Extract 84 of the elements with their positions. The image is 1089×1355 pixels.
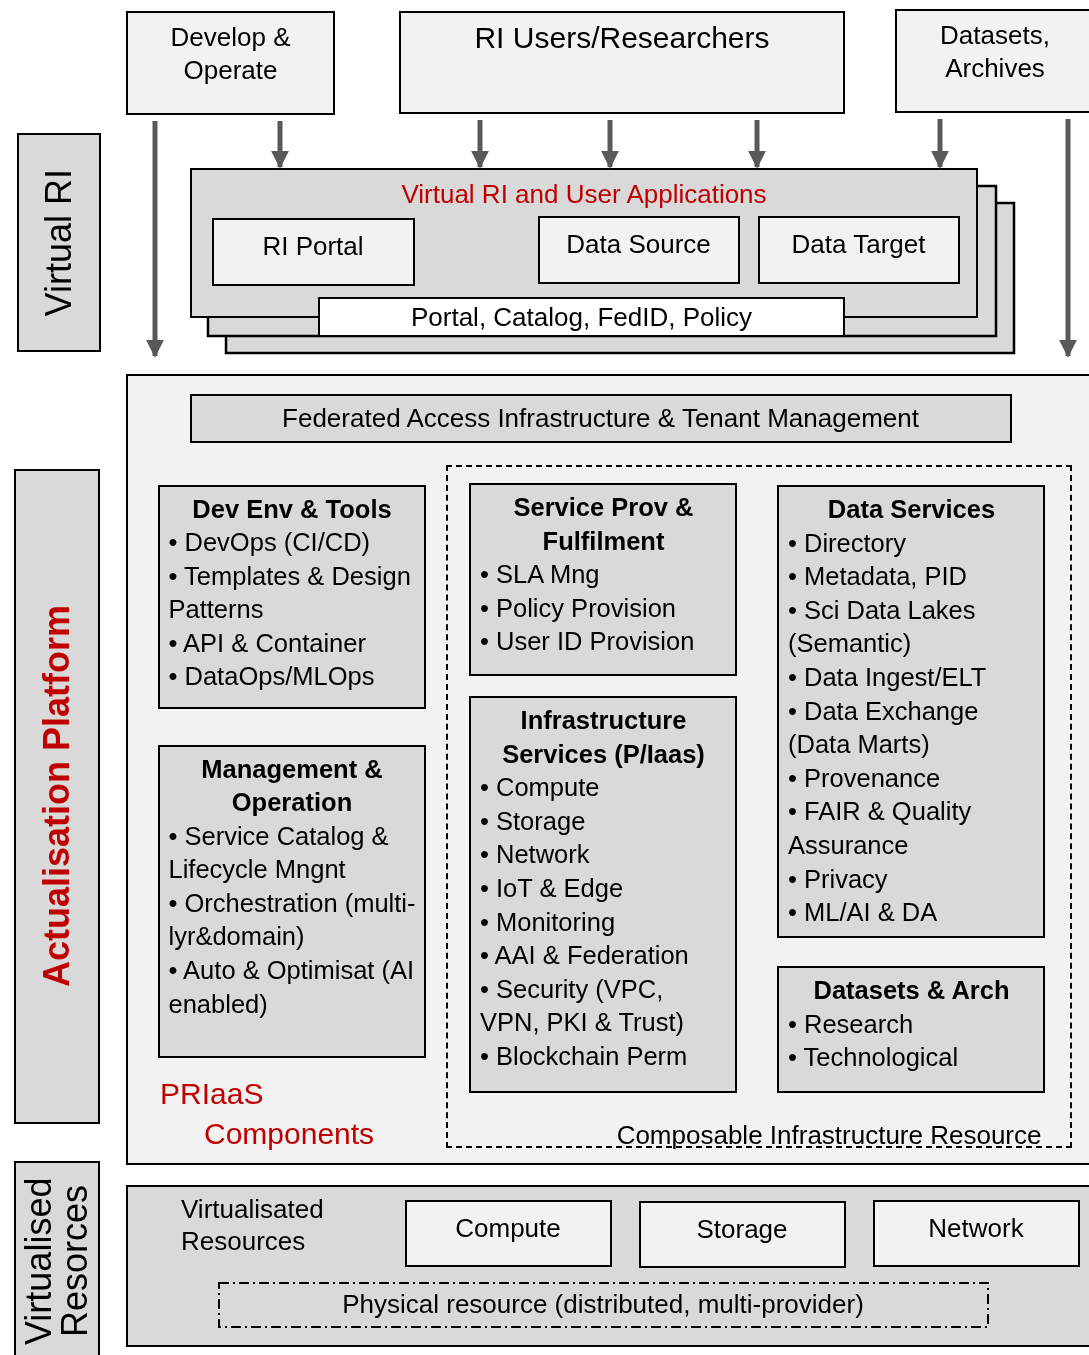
process-box	[404, 1199, 612, 1267]
dashed-group-box	[445, 464, 1072, 1148]
service-bar	[318, 297, 845, 337]
service-box	[157, 744, 426, 1058]
bullet-item: • Data Ingest/ELT	[788, 661, 988, 693]
bullet-item: • Data Exchange (Data Marts)	[788, 695, 980, 761]
side-label-band	[17, 133, 101, 352]
box-heading: Datasets & Arch	[812, 975, 1011, 1006]
process-box	[399, 11, 845, 114]
bullet-item: • Provenance	[788, 762, 942, 794]
bullet-item: • Policy Provision	[480, 592, 677, 624]
arrow	[748, 120, 766, 169]
process-box	[537, 215, 740, 284]
service-box	[469, 483, 737, 676]
bullet-item: • FAIR & Quality Assurance	[788, 796, 973, 861]
box-label: Data Target	[791, 227, 926, 261]
bullet-item: • DataOps/MLOps	[168, 661, 376, 693]
bullet-item: • IoT & Edge	[480, 872, 625, 904]
box-label: Virtualisated Resources	[181, 1193, 325, 1257]
arrow	[601, 120, 619, 169]
bullet-item: • AAI & Federation	[480, 940, 690, 972]
process-box	[872, 1199, 1080, 1267]
bullet-item: • Research	[788, 1008, 915, 1040]
resources-panel	[126, 1185, 1089, 1347]
box-label: Data Source	[566, 227, 711, 261]
process-box	[757, 215, 960, 284]
bullet-item: • Storage	[480, 805, 587, 837]
box-label: Physical resource (distributed, multi-provider)	[342, 1288, 864, 1321]
bullet-item: • SLA Mng	[480, 559, 601, 591]
box-heading: Infrastructure Services (P/Iaas)	[501, 705, 706, 770]
process-box	[211, 217, 415, 286]
box-label: Federated Access Infrastructure & Tenant Management	[282, 401, 919, 435]
box-heading: Management & Operation	[200, 753, 384, 819]
platform-panel	[126, 374, 1089, 1165]
arrow	[1059, 119, 1077, 358]
bullet-item: • User ID Provision	[480, 626, 696, 658]
bullet-item: • Technological	[788, 1042, 960, 1074]
side-label-band	[14, 469, 100, 1124]
box-heading: Dev Env & Tools	[191, 493, 393, 525]
bullet-item: • Service Catalog & Lifecycle Mngnt	[168, 820, 390, 886]
process-box	[126, 11, 335, 115]
arrow	[271, 121, 289, 169]
bullet-item: • Monitoring	[480, 906, 617, 938]
bullet-item: • DevOps (CI/CD)	[168, 527, 372, 559]
box-label: Composable Infrastructure Resource	[616, 1118, 1042, 1152]
box-label: Datasets, Archives	[939, 19, 1051, 85]
arrow	[931, 119, 949, 169]
box-heading: Data Services	[826, 494, 997, 525]
process-box	[895, 9, 1089, 113]
box-label: Virtual RI and User Applications	[401, 178, 767, 211]
box-label: RI Users/Researchers	[474, 21, 770, 54]
side-label-band	[14, 1161, 100, 1355]
bullet-item: • API & Container	[168, 627, 367, 659]
box-label: RI Portal	[262, 229, 364, 263]
bullet-item: • Network	[480, 839, 591, 871]
box-heading: Service Prov & Fulfilment	[512, 492, 695, 557]
access-bar	[189, 393, 1012, 443]
service-box	[469, 696, 737, 1093]
arrow	[146, 121, 164, 358]
bullet-item: • Directory	[788, 527, 908, 559]
bullet-item: • Orchestration (multi-lyr&domain)	[168, 887, 416, 953]
box-label: Portal, Catalog, FedID, Policy	[410, 300, 752, 334]
bullet-item: • Sci Data Lakes (Semantic)	[788, 594, 977, 660]
service-box	[777, 485, 1045, 938]
service-box	[157, 484, 426, 709]
bullet-item: • Metadata, PID	[788, 561, 968, 593]
side-label: Virtualised Resorces	[21, 1176, 93, 1347]
box-label: Develop & Operate	[169, 21, 292, 87]
process-box	[638, 1200, 846, 1268]
side-label: Actualisation Platform	[39, 605, 75, 988]
bullet-item: • Privacy	[788, 863, 889, 895]
box-label: PRIaaS Components	[160, 1076, 376, 1152]
box-label: Storage	[696, 1212, 788, 1246]
box-label: Network	[928, 1211, 1024, 1245]
bullet-item: • Blockchain Perm	[480, 1040, 689, 1072]
bullet-item: • Auto & Optimisat (AI enabled)	[168, 955, 416, 1020]
side-label: Virtual RI	[41, 168, 77, 317]
arrow	[471, 120, 489, 169]
bullet-item: • ML/AI & DA	[788, 897, 939, 929]
bullet-item: • Security (VPC, VPN, PKI & Trust)	[480, 973, 686, 1039]
box-label: Compute	[455, 1211, 561, 1245]
bullet-item: • Compute	[480, 772, 601, 804]
service-box	[777, 966, 1045, 1093]
bullet-item: • Templates & Design Patterns	[168, 560, 412, 626]
